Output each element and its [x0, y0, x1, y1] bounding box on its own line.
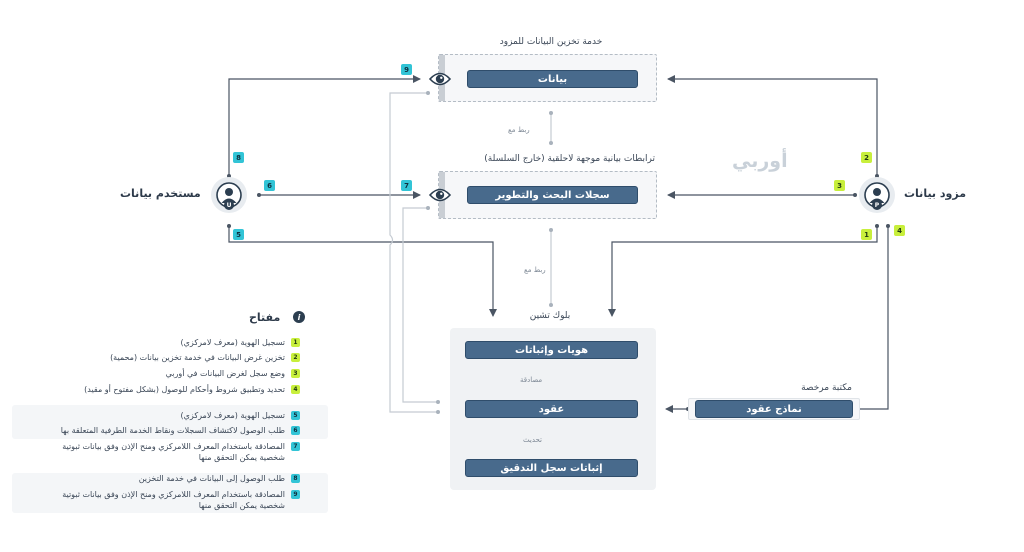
step-badge-9: 9 [401, 64, 412, 75]
legend-step-badge: 4 [291, 385, 300, 394]
info-icon: i [293, 311, 305, 323]
eye-icon [429, 188, 451, 202]
authentication-label: مصادقة [520, 376, 543, 384]
legend-item-text: المصادقة باستخدام المعرف اللامركزي ومنح … [62, 442, 285, 462]
step-badge-4: 4 [894, 225, 905, 236]
arrow-user-to-data [228, 75, 421, 176]
legend-step-badge: 5 [291, 411, 300, 420]
legend-item-text: المصادقة باستخدام المعرف اللامركزي ومنح … [62, 490, 285, 510]
legend-step-badge: 8 [291, 474, 300, 483]
data-provider-avatar[interactable]: P [859, 177, 895, 213]
legend-item: 4 تحديد وتطبيق شروط وأحكام للوصول (بشكل م… [84, 384, 300, 395]
data-pill[interactable]: بيانات [467, 70, 638, 88]
legend-item-text: طلب الوصول لاكتشاف السجلات ونقاط الخدمة … [60, 426, 285, 435]
audit-proofs-pill[interactable]: إثباتات سجل التدقيق [465, 459, 638, 477]
legend-step-badge: 7 [291, 442, 300, 451]
step-badge-7: 7 [401, 180, 412, 191]
legend-item: 3 وضع سجل لغرض البيانات في أوربي [166, 368, 300, 379]
user-letter-badge: U [224, 200, 234, 210]
legend-item: 9 المصادقة باستخدام المعرف اللامركزي ومنح… [35, 489, 300, 511]
rnd-records-pill[interactable]: سجلات البحث والتطوير [467, 186, 638, 204]
connector-rnd-to-contracts [402, 207, 438, 403]
data-user-avatar[interactable]: U [211, 177, 247, 213]
step-badge-6: 6 [264, 180, 275, 191]
orbi-watermark: أوربي [732, 150, 788, 172]
arrow-provider-to-data [667, 75, 878, 176]
step-badge-3: 3 [834, 180, 845, 191]
legend-item: 5 تسجيل الهوية (معرف لامركزي) [181, 410, 300, 421]
linked-to-label-2: ربط مع [524, 266, 546, 274]
legend-title: مفتاح [249, 311, 281, 324]
legend-item-text: تسجيل الهوية (معرف لامركزي) [180, 411, 285, 420]
licensed-library-label: مكتبة مرخصة [801, 383, 852, 393]
step-badge-5: 5 [233, 229, 244, 240]
legend-item-text: تحديد وتطبيق شروط وأحكام للوصول (بشكل مف… [84, 385, 285, 394]
legend-band [12, 405, 328, 439]
step-badge-2: 2 [861, 152, 872, 163]
legend-item: 1 تسجيل الهوية (معرف لامركزي) [181, 337, 300, 348]
arrow-provider-to-templates [860, 226, 889, 410]
contract-templates-pill[interactable]: نماذج عقود [695, 400, 853, 418]
legend-item: 2 تخزين غرض البيانات في خدمة تخزين بيانات… [110, 352, 300, 363]
legend-item-text: وضع سجل لغرض البيانات في أوربي [165, 369, 285, 378]
update-label: تحديث [523, 436, 542, 444]
data-links-label: ترابطات بيانية موجهة لاحلقية (خارج السلس… [484, 154, 655, 164]
data-provider-label: مزود بيانات [904, 187, 967, 200]
identities-pill[interactable]: هويات وإثباتات [465, 341, 638, 359]
legend-step-badge: 2 [291, 353, 300, 362]
legend-step-badge: 1 [291, 338, 300, 347]
arrow-user-to-blockchain [228, 226, 497, 317]
legend-item-text: طلب الوصول إلى البيانات في خدمة التخزين [138, 474, 285, 483]
provider-letter-badge: P [872, 200, 882, 210]
legend-item: 8 طلب الوصول إلى البيانات في خدمة التخزين [139, 473, 300, 484]
legend-item: 6 طلب الوصول لاكتشاف السجلات ونقاط الخدمة… [61, 425, 300, 436]
contracts-pill[interactable]: عقود [465, 400, 638, 418]
step-badge-8: 8 [233, 152, 244, 163]
legend-item: 7 المصادقة باستخدام المعرف اللامركزي ومنح… [35, 441, 300, 463]
legend-step-badge: 6 [291, 426, 300, 435]
legend-step-badge: 3 [291, 369, 300, 378]
blockchain-label: بلوك تشين [529, 311, 571, 321]
legend-step-badge: 9 [291, 490, 300, 499]
connector-data-to-contracts [389, 92, 438, 413]
storage-service-label: خدمة تخزين البيانات للمزود [499, 37, 603, 47]
data-user-label: مستخدم بيانات [120, 187, 201, 200]
arrow-provider-to-blockchain [608, 226, 878, 317]
legend-band [12, 473, 328, 513]
legend-item-text: تخزين غرض البيانات في خدمة تخزين بيانات … [110, 353, 285, 362]
legend-item-text: تسجيل الهوية (معرف لامركزي) [180, 338, 285, 347]
eye-icon [429, 72, 451, 86]
step-badge-1: 1 [861, 229, 872, 240]
linked-to-label-1: ربط مع [508, 126, 530, 134]
